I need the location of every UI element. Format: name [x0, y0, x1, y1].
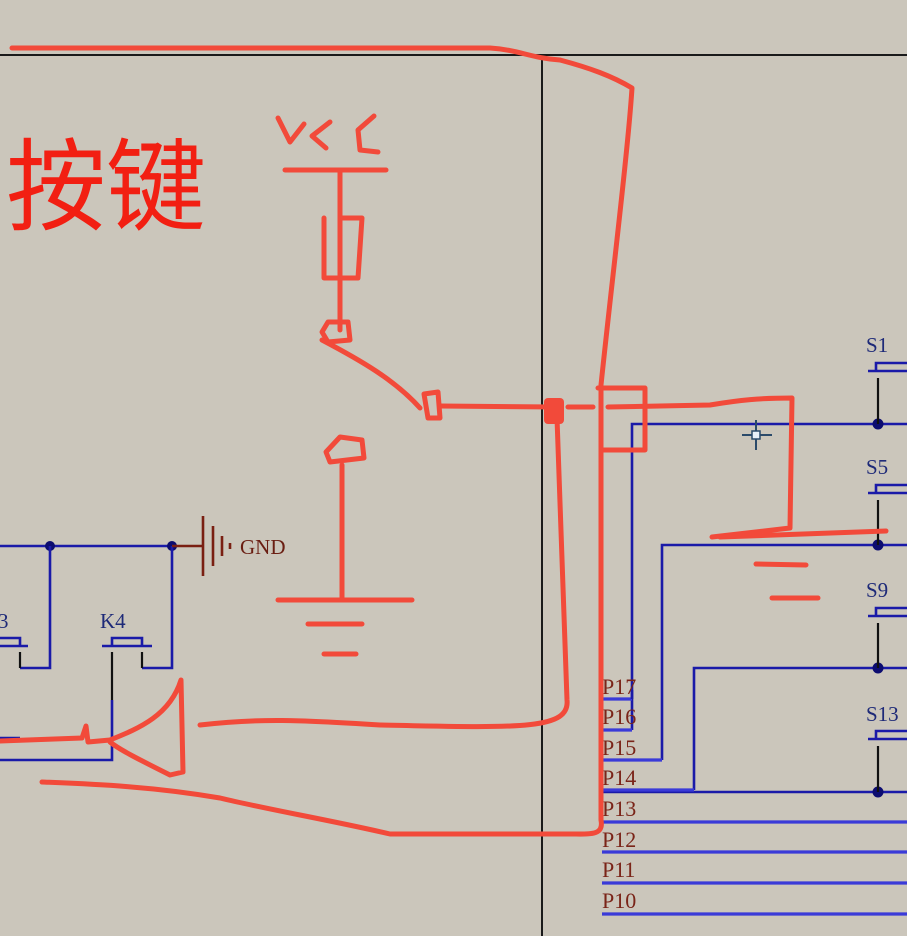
k3-cap [0, 636, 22, 646]
button-k4[interactable]: K4 [0, 609, 152, 762]
row-wire-2[interactable] [660, 543, 907, 760]
pin-label-p16: P16 [602, 704, 636, 729]
ink-speaker-sketch [0, 677, 186, 778]
ink-wire-to-trumpet [197, 415, 570, 730]
ink-switch-contact-top [319, 319, 353, 345]
pin-label-p17: P17 [602, 674, 636, 699]
vcc-letter-c2 [355, 113, 381, 155]
button-k4-label: K4 [100, 609, 126, 633]
port-pin-list: P17 P16 P15 P14 P13 P12 P11 P10 [602, 674, 907, 916]
left-button-group: 3 K4 GND [0, 516, 286, 762]
button-s1[interactable]: S1 [866, 333, 907, 424]
pin-label-p11: P11 [602, 857, 635, 882]
button-k3-label: 3 [0, 609, 9, 633]
ink-box [595, 385, 648, 453]
ink-right-wire [565, 395, 889, 540]
pin-label-p14: P14 [602, 765, 636, 790]
ink-gnd-r1 [753, 561, 809, 568]
crosshair-cursor-icon [742, 420, 772, 450]
ink-annotations: 按键 [0, 45, 889, 837]
pin-label-p13: P13 [602, 796, 636, 821]
k4-cap [110, 636, 144, 646]
ink-switch-out [437, 403, 558, 410]
key-matrix: S1 S5 S9 S13 P17 P1 [602, 333, 907, 916]
ink-switch-lever [319, 337, 423, 411]
row-wire-1[interactable] [630, 422, 907, 730]
ink-resistor [321, 215, 365, 281]
row-wire-3[interactable] [692, 666, 907, 790]
button-s13[interactable]: S13 [866, 702, 907, 792]
button-s1-label: S1 [866, 333, 888, 357]
button-s9[interactable]: S9 [866, 578, 907, 668]
vcc-letter-v [275, 115, 307, 145]
ink-switch-contact-bottom [323, 434, 367, 465]
button-s9-label: S9 [866, 578, 888, 602]
button-s13-label: S13 [866, 702, 899, 726]
button-k3[interactable]: 3 [0, 609, 28, 648]
k4-return-wire[interactable] [142, 546, 174, 670]
vcc-symbol-sketch [275, 113, 389, 173]
ink-top-loop-wire [9, 45, 635, 837]
gnd-symbol: GND [172, 516, 286, 576]
vcc-letter-c1 [309, 119, 333, 151]
pin-label-p15: P15 [602, 735, 636, 760]
button-s5-label: S5 [866, 455, 888, 479]
pin-label-p10: P10 [602, 888, 636, 913]
gnd-label: GND [240, 535, 286, 559]
pin-label-p12: P12 [602, 827, 636, 852]
ink-junction [544, 398, 564, 424]
k3-return-wire[interactable] [20, 546, 52, 670]
annotation-title: 按键 [6, 129, 206, 246]
ink-switch-pole [421, 389, 443, 421]
button-s5[interactable]: S5 [866, 455, 907, 545]
k4-signal-wire[interactable] [0, 700, 114, 762]
